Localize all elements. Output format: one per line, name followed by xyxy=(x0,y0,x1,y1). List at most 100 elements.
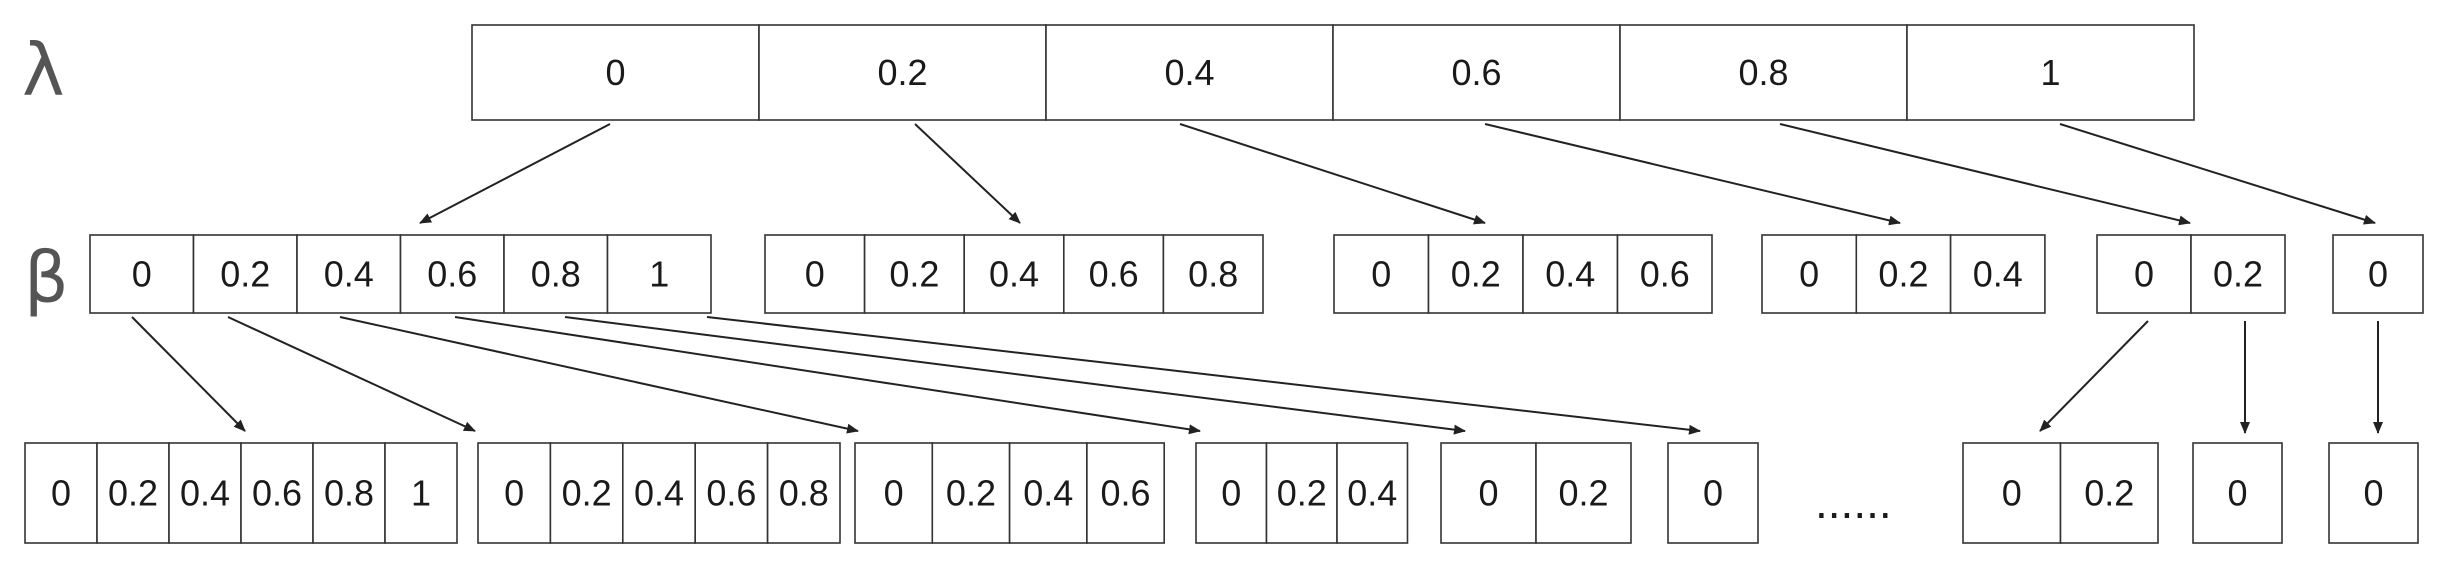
beta-cell-value: 0.4 xyxy=(1973,254,2023,295)
beta-cell-value: 0.2 xyxy=(1451,254,1501,295)
connector-arrow xyxy=(1779,123,2191,226)
connector-arrow xyxy=(914,123,1021,224)
lambda-cell xyxy=(1332,24,1621,121)
third-row-cell-value: 0 xyxy=(504,473,524,514)
lambda-cell-value: 0.2 xyxy=(877,52,927,93)
third-row-cell-value: 0 xyxy=(1221,473,1241,514)
beta-cell xyxy=(1616,234,1713,314)
third-row-cell-value: 0.2 xyxy=(562,473,612,514)
third-row-cell-value: 0 xyxy=(1703,473,1723,514)
third-row-cell xyxy=(1086,442,1166,544)
lambda-cell xyxy=(471,24,760,121)
beta-cell-value: 0 xyxy=(805,254,825,295)
third-row-cell xyxy=(766,442,841,544)
beta-cell-value: 0 xyxy=(2368,254,2388,295)
connector-arrow xyxy=(1484,123,1901,226)
lambda-cell xyxy=(1619,24,1908,121)
connector-arrow xyxy=(454,316,1201,435)
arrows-group xyxy=(131,123,2383,435)
beta-cell-value: 0 xyxy=(1799,254,1819,295)
third-row-cell xyxy=(694,442,769,544)
beta-cell xyxy=(2190,234,2286,314)
connector-arrow xyxy=(2039,320,2149,432)
beta-cell xyxy=(296,234,402,314)
third-row-cell-value: 0 xyxy=(51,473,71,514)
third-row-cell-value: 0 xyxy=(884,473,904,514)
lambda-cell-value: 0.6 xyxy=(1451,52,1501,93)
lambda-label: λ xyxy=(22,28,65,112)
beta-cell-value: 0.6 xyxy=(427,254,477,295)
beta-cell xyxy=(764,234,866,314)
third-row-cell xyxy=(1440,442,1537,544)
third-row-cell xyxy=(1008,442,1088,544)
lambda-cell-value: 0 xyxy=(605,52,625,93)
third-row-cell xyxy=(384,442,458,544)
connector-arrow xyxy=(2059,123,2376,225)
beta-cell xyxy=(2332,234,2424,314)
beta-cell xyxy=(1427,234,1524,314)
third-row-cell-value: 0.8 xyxy=(324,473,374,514)
beta-cell-value: 0.6 xyxy=(1640,254,1690,295)
third-row-cell-value: 0 xyxy=(2002,473,2022,514)
beta-cell xyxy=(1162,234,1264,314)
connector-arrow xyxy=(227,316,476,432)
connector-arrow xyxy=(419,123,611,224)
beta-cell xyxy=(399,234,505,314)
third-row-cell-value: 0.4 xyxy=(634,473,684,514)
third-row-cell-value: 0.2 xyxy=(946,473,996,514)
third-row-cell-value: 0.6 xyxy=(706,473,756,514)
third-row-cell xyxy=(1667,442,1759,544)
third-row-cell-value: 0.6 xyxy=(252,473,302,514)
third-row-cell xyxy=(2328,442,2419,544)
beta-cell xyxy=(1761,234,1858,314)
third-row-cell-value: 0 xyxy=(2363,473,2383,514)
third-row-cell xyxy=(621,442,696,544)
beta-cell-value: 0.2 xyxy=(889,254,939,295)
ellipsis: ...... xyxy=(1815,476,1892,528)
lambda-cell-value: 0.8 xyxy=(1738,52,1788,93)
third-row-cell-value: 0.4 xyxy=(180,473,230,514)
third-row-cell-value: 0.6 xyxy=(1101,473,1151,514)
third-row-cell-value: 0.2 xyxy=(1277,473,1327,514)
third-row-cell-value: 0.8 xyxy=(779,473,829,514)
lambda-cell-value: 1 xyxy=(2040,52,2060,93)
beta-cell-value: 0.2 xyxy=(220,254,270,295)
third-row-cell xyxy=(1195,442,1268,544)
beta-cell-value: 0 xyxy=(2134,254,2154,295)
beta-cell xyxy=(192,234,298,314)
beta-cell-value: 0.4 xyxy=(324,254,374,295)
third-row-cell-value: 1 xyxy=(411,473,431,514)
beta-cell xyxy=(2096,234,2192,314)
third-row-cell xyxy=(549,442,624,544)
third-row-cell xyxy=(1336,442,1409,544)
connector-arrow xyxy=(1179,123,1486,225)
third-row: 0 0.2 0.4 0.6 0.8 1 0 0.2 0.4 0.6 0.8 0 0.2 0.4 0.6 0 0.… xyxy=(24,442,2419,544)
beta-cell xyxy=(1333,234,1430,314)
beta-cell xyxy=(89,234,195,314)
beta-cell xyxy=(1063,234,1165,314)
third-row-cell xyxy=(931,442,1011,544)
beta-cell xyxy=(1949,234,2046,314)
third-row-cell xyxy=(96,442,170,544)
third-row-cell-value: 0 xyxy=(1478,473,1498,514)
beta-cell xyxy=(1855,234,1952,314)
third-row-cell xyxy=(1962,442,2062,544)
connector-arrow xyxy=(564,316,1466,435)
third-row-cell xyxy=(2192,442,2283,544)
beta-cell xyxy=(863,234,965,314)
lambda-cell xyxy=(758,24,1047,121)
third-row-cell-value: 0.2 xyxy=(108,473,158,514)
beta-cell-value: 0 xyxy=(132,254,152,295)
third-row-cell-value: 0.2 xyxy=(2084,473,2134,514)
third-row-cell xyxy=(24,442,98,544)
third-row-cell-value: 0.4 xyxy=(1023,473,1073,514)
beta-cell xyxy=(606,234,712,314)
beta-cell-value: 0.8 xyxy=(1188,254,1238,295)
third-row-cell xyxy=(240,442,314,544)
beta-cell xyxy=(1522,234,1619,314)
third-row-cell xyxy=(1535,442,1632,544)
third-row-cell xyxy=(854,442,934,544)
beta-cell-value: 0.2 xyxy=(1878,254,1928,295)
